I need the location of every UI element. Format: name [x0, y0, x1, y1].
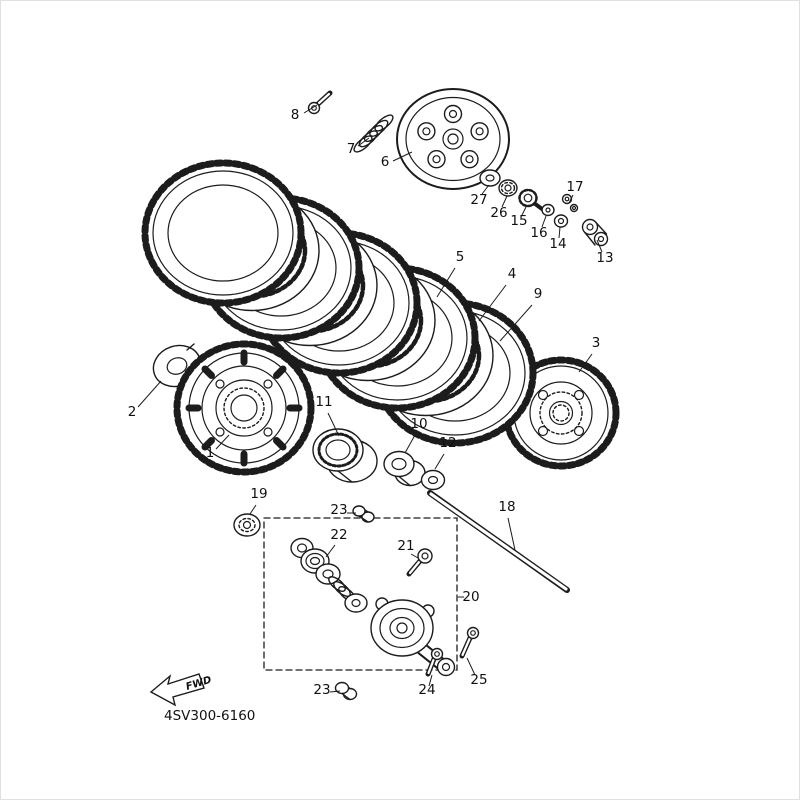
small-parts-17: [561, 193, 579, 213]
leader-line-1: [215, 434, 230, 450]
part-label-15: 15: [510, 213, 527, 229]
leader-line-23: [329, 690, 341, 693]
clutch-boss-1: [173, 340, 315, 476]
part-label-10: 10: [410, 416, 427, 432]
part-label-25: 25: [470, 672, 487, 688]
push-lever-housing: [370, 597, 456, 677]
leader-line-8: [303, 104, 318, 114]
part-label-27: 27: [470, 192, 487, 208]
part-label-23: 23: [330, 502, 347, 518]
part-label-8: 8: [291, 107, 300, 123]
leader-line-27: [481, 184, 490, 195]
leader-line-6: [392, 151, 413, 162]
screw-21: [406, 548, 433, 577]
clutch-spring-7: [353, 114, 394, 153]
bolt-24: [425, 647, 444, 677]
spacer-10: [383, 450, 426, 487]
part-label-14: 14: [549, 236, 566, 252]
part-label-18: 18: [498, 499, 515, 515]
leader-line-10: [404, 434, 416, 454]
leader-line-24: [428, 674, 433, 687]
leader-line-12: [434, 453, 445, 470]
bolt-8: [307, 90, 333, 115]
clip-13: [581, 218, 609, 247]
part-label-5: 5: [456, 249, 465, 265]
washer-19: [233, 513, 261, 537]
part-label-23: 23: [313, 682, 330, 698]
diagram-code: 4SV300-6160: [164, 708, 255, 724]
part-label-3: 3: [592, 335, 601, 351]
washer-27: [479, 169, 501, 187]
part-label-6: 6: [381, 154, 390, 170]
part-label-19: 19: [250, 486, 267, 502]
leader-line-7: [357, 137, 370, 147]
leader-line-21: [410, 553, 419, 559]
leader-line-2: [137, 380, 162, 408]
leader-line-13: [596, 239, 603, 253]
leader-line-9: [499, 304, 533, 342]
part-label-26: 26: [490, 205, 507, 221]
leader-line-26: [501, 195, 508, 208]
leader-line-3: [578, 353, 593, 373]
cap-23-top: [352, 505, 375, 523]
leader-line-17: [568, 194, 574, 204]
washer-14: [553, 214, 569, 228]
push-rod-18: [427, 490, 570, 593]
roller-bearing-11: [312, 428, 378, 483]
friction-plate: [141, 159, 305, 307]
part-label-17: 17: [566, 179, 583, 195]
leader-line-16: [541, 215, 547, 228]
washer-12: [420, 469, 446, 491]
part-label-4: 4: [508, 266, 517, 282]
part-label-20: 20: [462, 589, 479, 605]
leader-line-14: [558, 226, 561, 239]
leader-line-5: [436, 267, 456, 298]
part-label-13: 13: [596, 250, 613, 266]
part-label-21: 21: [397, 538, 414, 554]
part-label-11: 11: [315, 394, 332, 410]
part-label-22: 22: [330, 527, 347, 543]
pressure-plate-6: [396, 88, 510, 190]
clutch-plate-stack: [141, 159, 537, 447]
part-label-12: 12: [439, 435, 456, 451]
leader-line-4: [478, 284, 507, 322]
leader-line-19: [249, 504, 257, 515]
part-label-24: 24: [418, 682, 435, 698]
leader-line-22: [325, 544, 336, 558]
leader-line-18: [507, 517, 516, 551]
washer-16: [541, 203, 555, 217]
leader-line-15: [521, 204, 528, 216]
leader-line-11: [327, 412, 340, 437]
seal-stack-22: [290, 537, 368, 613]
part-label-9: 9: [534, 286, 543, 302]
release-assembly-box-20: [263, 517, 458, 671]
bearing-26: [498, 179, 518, 197]
pinion-15: [518, 188, 544, 211]
part-label-2: 2: [128, 404, 137, 420]
part-label-7: 7: [347, 141, 356, 157]
fwd-arrow: [149, 673, 205, 707]
bolt-25: [459, 626, 480, 659]
leader-line-25: [466, 657, 476, 676]
part-label-16: 16: [530, 225, 547, 241]
part-label-1: 1: [206, 445, 215, 461]
